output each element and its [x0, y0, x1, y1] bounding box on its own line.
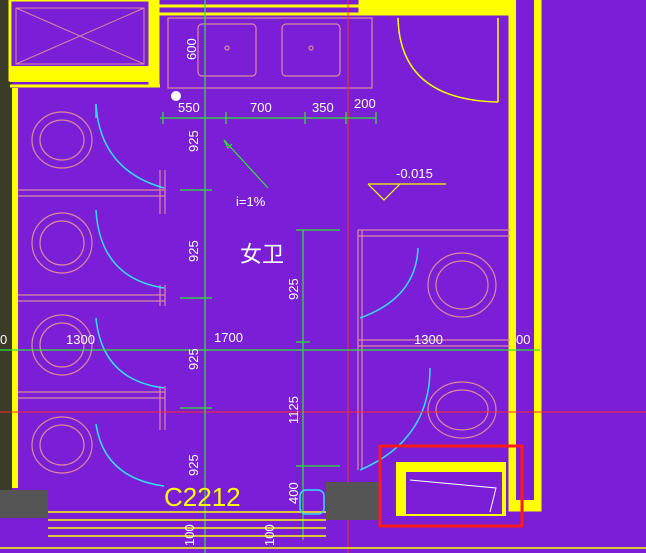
bottom-mid-column — [326, 482, 382, 520]
room-label: 女卫 — [240, 243, 284, 268]
dim-mid-1300-right: 1300 — [414, 332, 443, 347]
elevation-label: -0.015 — [396, 166, 433, 181]
dim-600: 600 — [184, 38, 199, 60]
bottom-window-wall — [0, 511, 646, 549]
drain-icon — [171, 91, 181, 101]
dim-edge-left: 0 — [0, 332, 7, 347]
stall-doors — [95, 103, 431, 487]
dim-right-400: 400 — [286, 482, 301, 504]
dim-left-925-2: 925 — [186, 240, 201, 262]
sink-counter — [167, 17, 373, 89]
elevation-marker — [367, 183, 446, 201]
dim-mid-1700: 1700 — [214, 330, 243, 345]
left-wall-strip — [0, 0, 12, 490]
left-inner-wall — [12, 88, 18, 488]
dim-edge-right: 00 — [516, 332, 530, 347]
dim-mid-1300-left: 1300 — [66, 332, 95, 347]
dim-700: 700 — [250, 100, 272, 115]
dim-bottom-100-2: 100 — [262, 524, 277, 546]
dim-left-925-4: 925 — [186, 454, 201, 476]
highlighted-fixture — [378, 444, 524, 528]
dim-200: 200 — [354, 96, 376, 111]
dim-left-925-1: 925 — [186, 130, 201, 152]
slope-label: i=1% — [236, 194, 266, 209]
dim-350: 350 — [312, 100, 334, 115]
walls — [8, 0, 542, 512]
dim-550: 550 — [178, 100, 200, 115]
dim-left-925-3: 925 — [186, 348, 201, 370]
dim-right-1125: 1125 — [286, 396, 301, 424]
left-stalls — [18, 111, 166, 474]
entrance-door — [397, 17, 499, 103]
dim-bottom-100-1: 100 — [182, 524, 197, 546]
right-zone — [540, 0, 646, 520]
floor-drain — [299, 489, 325, 515]
shaft-cross — [15, 7, 145, 65]
window-tag: C2212 — [164, 482, 241, 512]
top-left-wall — [10, 66, 150, 82]
bottom-left-column — [0, 490, 48, 518]
dim-right-925: 925 — [286, 278, 301, 300]
dimension-lines — [0, 0, 540, 553]
